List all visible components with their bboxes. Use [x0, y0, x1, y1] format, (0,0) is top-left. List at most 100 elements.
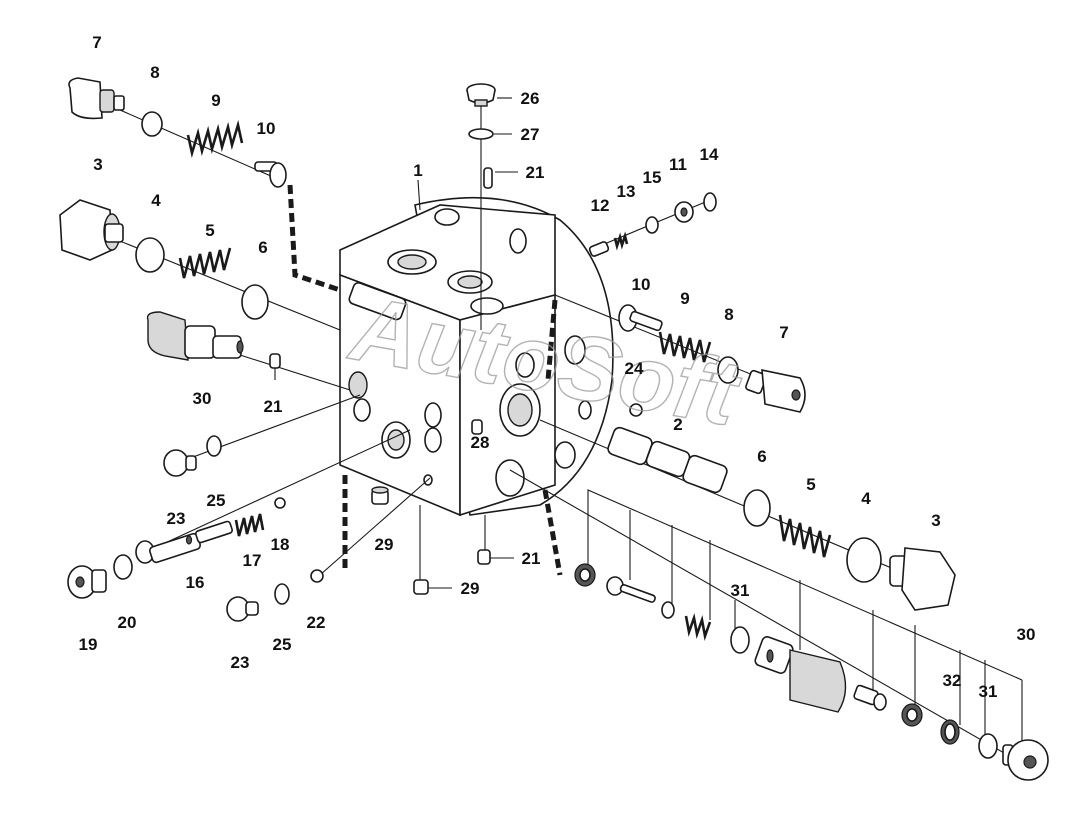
label-18: 18: [271, 535, 290, 554]
washer-6-left: [241, 284, 269, 320]
label-7-left: 7: [92, 33, 101, 52]
assembly-lines: [104, 97, 1026, 766]
o-ring-27: [468, 128, 494, 140]
poppet-10-left: [254, 161, 287, 188]
spring-17: [234, 513, 265, 537]
poppet-30-small: [606, 576, 656, 603]
label-15: 15: [643, 168, 662, 187]
o-ring-8-right: [717, 356, 739, 384]
label-10-left: 10: [257, 119, 276, 138]
label-21-left: 21: [264, 397, 283, 416]
spool-16: [135, 520, 233, 564]
o-ring-31-upper: [730, 626, 750, 654]
label-5-right: 5: [806, 475, 815, 494]
label-13: 13: [617, 182, 636, 201]
cartridge-30-left: [146, 311, 244, 361]
label-29-center: 29: [375, 535, 394, 554]
label-28: 28: [471, 433, 490, 452]
label-6-left: 6: [258, 238, 267, 257]
valve-block: [339, 196, 614, 517]
label-30-right: 30: [1017, 625, 1036, 644]
plug-29-center: [371, 486, 389, 505]
plug-7-left: [68, 77, 125, 120]
label-20: 20: [118, 613, 137, 632]
label-23-lower: 23: [231, 653, 250, 672]
pin-21-left: [269, 353, 281, 369]
seat-30-right: [901, 703, 923, 727]
o-ring-25-lower: [274, 583, 290, 605]
label-29-bottom: 29: [461, 579, 480, 598]
label-12: 12: [591, 196, 610, 215]
label-4-left: 4: [151, 191, 161, 210]
o-ring-20: [113, 554, 133, 580]
label-30-left: 30: [193, 389, 212, 408]
plug-29-bottom: [413, 579, 429, 595]
plug-7-right: [745, 368, 806, 413]
spring-9-right: [658, 331, 712, 363]
label-27: 27: [521, 125, 540, 144]
ball-22: [310, 569, 324, 583]
spring-30-small: [684, 613, 712, 641]
label-5-left: 5: [205, 221, 214, 240]
label-3-left: 3: [93, 155, 102, 174]
relief-plug-3-right: [889, 547, 956, 611]
o-ring-30-small: [661, 601, 675, 619]
label-9-right: 9: [680, 289, 689, 308]
label-3-right: 3: [931, 511, 940, 530]
washer-6-right: [743, 489, 771, 527]
label-21-top: 21: [526, 163, 545, 182]
label-11: 11: [669, 155, 687, 174]
label-32: 32: [943, 671, 962, 690]
pin-21-top: [483, 167, 493, 189]
plug-19: [67, 565, 107, 599]
pin-28: [471, 419, 483, 435]
spring-9-left: [186, 119, 244, 159]
spring-5-left: [178, 247, 232, 279]
label-17: 17: [243, 551, 262, 570]
o-ring-4-right: [846, 537, 882, 583]
label-22: 22: [307, 613, 326, 632]
label-19: 19: [79, 635, 98, 654]
plug-23-lower: [226, 596, 259, 622]
label-16: 16: [186, 573, 205, 592]
label-10-right: 10: [632, 275, 651, 294]
relief-plug-3-left: [59, 199, 124, 261]
ball-18: [274, 497, 286, 509]
label-1: 1: [413, 161, 422, 180]
plug-23-upper: [163, 449, 197, 477]
spring-13: [613, 231, 629, 251]
pin-12: [588, 241, 610, 257]
label-23-upper: 23: [167, 509, 186, 528]
o-ring-15: [645, 216, 659, 234]
ball-24: [629, 403, 643, 417]
label-4-right: 4: [861, 489, 871, 508]
label-31-upper: 31: [731, 581, 750, 600]
plug-30-right: [1002, 739, 1049, 781]
poppet-10-right: [618, 304, 663, 332]
seat-30-lower-left: [574, 563, 596, 587]
callout-labels: 1 2 3 3 4 4 5 5 6 6 7 7 8 8 9 9 10 10 11…: [79, 33, 1036, 701]
label-21-bottom: 21: [522, 549, 541, 568]
label-6-right: 6: [757, 447, 766, 466]
label-25-lower: 25: [273, 635, 292, 654]
o-ring-8-left: [141, 111, 163, 137]
o-ring-31-lower: [978, 733, 998, 759]
label-8-left: 8: [150, 63, 159, 82]
label-26: 26: [521, 89, 540, 108]
spring-5-right: [778, 514, 832, 558]
poppet-30-right: [853, 684, 887, 711]
o-ring-4-left: [135, 237, 165, 273]
label-7-right: 7: [779, 323, 788, 342]
spool-2: [607, 426, 728, 494]
label-8-right: 8: [724, 305, 733, 324]
label-9-left: 9: [211, 91, 220, 110]
o-ring-25-upper: [206, 435, 222, 457]
plug-26: [466, 83, 496, 107]
plug-11: [674, 201, 694, 223]
o-ring-14: [703, 192, 717, 212]
cartridge-30-right: [754, 636, 847, 713]
label-2: 2: [673, 415, 682, 434]
label-24: 24: [625, 359, 644, 378]
label-14: 14: [700, 145, 719, 164]
